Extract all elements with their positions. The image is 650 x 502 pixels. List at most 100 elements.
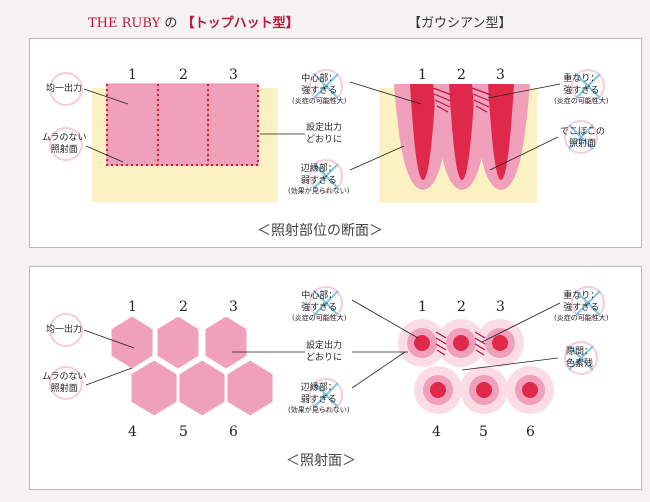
pointer-line bbox=[351, 299, 419, 339]
brand-name: THE RUBY bbox=[88, 16, 161, 31]
pointer-line bbox=[83, 329, 135, 349]
overlap-line2: 強すぎる bbox=[563, 303, 600, 313]
edge-line3: (効果が見られない) bbox=[288, 187, 350, 195]
pointer-line bbox=[461, 357, 559, 371]
pointer-line bbox=[85, 145, 124, 163]
center-line2: 強すぎる bbox=[301, 303, 338, 313]
spot-core bbox=[453, 335, 469, 351]
spot-overlap-hatch bbox=[435, 331, 486, 356]
edge-line1: 辺縁部： bbox=[300, 383, 337, 393]
cross-line bbox=[575, 290, 601, 316]
pointer-line bbox=[349, 81, 422, 105]
hexagon-number: 2 bbox=[179, 299, 188, 315]
top-hat-dotted-boundary bbox=[106, 84, 259, 166]
overlap-too-strong-label: 重なり： 強すぎる (炎症の可能性大) bbox=[554, 73, 608, 106]
overlap-line1: 重なり： bbox=[563, 291, 600, 301]
setting-line2: どおりに bbox=[306, 135, 343, 145]
pointer-line bbox=[83, 88, 129, 105]
pointer-line bbox=[489, 136, 559, 171]
peak-number: 2 bbox=[457, 67, 466, 83]
overlap-hatch bbox=[432, 87, 492, 113]
hexagon-number: 6 bbox=[229, 424, 238, 440]
center-line1: 中心部： bbox=[301, 291, 338, 301]
spot-core bbox=[430, 382, 446, 398]
no-unevenness-line2: 照射面 bbox=[50, 384, 78, 394]
hexagon bbox=[156, 315, 200, 370]
center-too-strong-label: 中心部： 強すぎる (炎症の可能性大) bbox=[292, 73, 346, 106]
top-hat-column bbox=[106, 83, 159, 166]
overlap-line3: (炎症の可能性大) bbox=[554, 314, 609, 322]
spot-number: 4 bbox=[432, 424, 441, 440]
pointer-line bbox=[351, 351, 406, 389]
as-set-output-label: 設定出力 どおりに bbox=[306, 340, 342, 364]
pointer-line bbox=[349, 145, 405, 171]
label-circle bbox=[309, 378, 343, 412]
cross-line bbox=[313, 73, 339, 99]
hexagon bbox=[204, 315, 248, 370]
center-line3: (炎症の可能性大) bbox=[292, 97, 347, 105]
center-line2: 強すぎる bbox=[301, 86, 338, 96]
peak-number: 3 bbox=[496, 67, 505, 83]
cross-line bbox=[575, 73, 601, 99]
edge-too-weak-label: 辺縁部： 弱すぎる (効果が見られない) bbox=[288, 163, 349, 196]
pointer-line bbox=[85, 367, 133, 386]
title-particle: の bbox=[164, 16, 178, 31]
center-line3: (炎症の可能性大) bbox=[292, 314, 347, 322]
edge-line2: 弱すぎる bbox=[300, 176, 337, 186]
edge-line2: 弱すぎる bbox=[300, 395, 337, 405]
spot-core bbox=[522, 382, 538, 398]
peak-number: 1 bbox=[418, 67, 427, 83]
uniform-output-label: 均一出力 bbox=[46, 325, 83, 335]
pointer-line bbox=[481, 302, 561, 343]
hexagon-number: 4 bbox=[128, 424, 137, 440]
column-number: 3 bbox=[229, 67, 238, 83]
hexagon-number: 3 bbox=[229, 299, 238, 315]
label-circle bbox=[571, 286, 605, 320]
gaussian-peak-inner bbox=[410, 84, 436, 180]
label-circle bbox=[564, 341, 598, 375]
gap-pigment-label: 隙間： 色素残 bbox=[566, 346, 593, 370]
uneven-line1: でこぼこの bbox=[560, 127, 606, 137]
hexagon-grid bbox=[110, 315, 274, 417]
as-set-output-label: 設定出力 どおりに bbox=[306, 122, 342, 146]
label-circle bbox=[49, 313, 83, 347]
label-circle bbox=[49, 366, 83, 400]
hexagon bbox=[110, 315, 154, 370]
irradiated-surface-caption: ＜照射面＞ bbox=[286, 453, 356, 469]
cross-line bbox=[313, 382, 339, 408]
setting-line1: 設定出力 bbox=[306, 123, 343, 133]
uneven-line2: 照射面 bbox=[569, 139, 597, 149]
overlap-too-strong-label: 重なり： 強すぎる (炎症の可能性大) bbox=[554, 290, 608, 323]
spot-core bbox=[414, 335, 430, 351]
setting-line2: どおりに bbox=[306, 353, 343, 363]
top-hat-columns bbox=[106, 83, 259, 166]
cross-line bbox=[568, 345, 594, 371]
spot-number: 6 bbox=[526, 424, 535, 440]
top-hat-column bbox=[157, 83, 209, 166]
gaussian-title: 【ガウシアン型】 bbox=[408, 12, 511, 31]
center-line1: 中心部： bbox=[301, 74, 338, 84]
gaussian-peaks bbox=[394, 84, 530, 190]
spot-number: 5 bbox=[479, 424, 488, 440]
label-circle bbox=[309, 69, 343, 103]
spot-number: 3 bbox=[496, 299, 505, 315]
column-number: 1 bbox=[128, 67, 137, 83]
label-circle bbox=[49, 127, 83, 161]
setting-line1: 設定出力 bbox=[306, 341, 343, 351]
hexagon-number: 5 bbox=[179, 424, 188, 440]
overlap-line3: (炎症の可能性大) bbox=[554, 97, 609, 105]
spot-core bbox=[492, 335, 508, 351]
gaussian-peak-inner bbox=[449, 84, 475, 180]
no-unevenness-line1: ムラのない bbox=[42, 372, 87, 382]
gap-line2: 色素残 bbox=[566, 359, 594, 369]
overlap-line1: 重なり： bbox=[563, 74, 600, 84]
spot-core bbox=[476, 382, 492, 398]
center-too-strong-label: 中心部： 強すぎる (炎症の可能性大) bbox=[292, 290, 346, 323]
spot-number: 1 bbox=[418, 299, 427, 315]
top-hat-label: 【トップハット型】 bbox=[181, 16, 299, 31]
no-unevenness-label: ムラのない 照射面 bbox=[42, 371, 87, 395]
hexagon bbox=[226, 359, 274, 417]
label-circle bbox=[49, 72, 83, 106]
overlap-line2: 強すぎる bbox=[563, 86, 600, 96]
